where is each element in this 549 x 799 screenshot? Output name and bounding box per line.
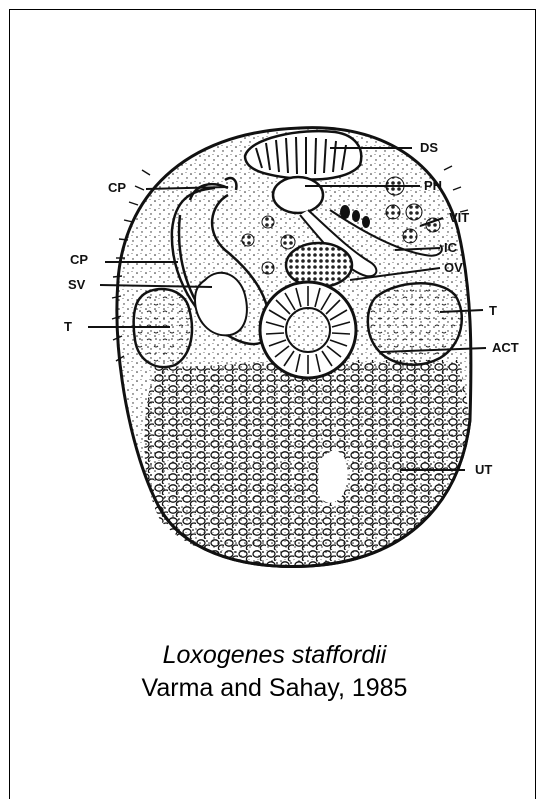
label-sv: SV [68,277,86,292]
species-authority: Varma and Sahay, 1985 [0,674,549,703]
label-ut: UT [475,462,492,477]
species-name: Loxogenes staffordii [0,641,549,670]
label-cp-mid: CP [70,252,88,267]
ovary [286,243,352,287]
label-ph: PH [424,178,442,193]
label-vit: VIT [449,210,469,225]
label-ds: DS [420,140,438,155]
acetabulum [260,282,356,378]
label-t-left: T [64,319,72,334]
label-cp-top: CP [108,180,126,195]
label-ic: IC [444,240,458,255]
label-act: ACT [492,340,519,355]
loxogenes-staffordii-illustration: DS PH VIT IC OV T ACT UT CP CP SV T [25,112,543,592]
label-t-right: T [489,303,497,318]
label-ov: OV [444,260,463,275]
